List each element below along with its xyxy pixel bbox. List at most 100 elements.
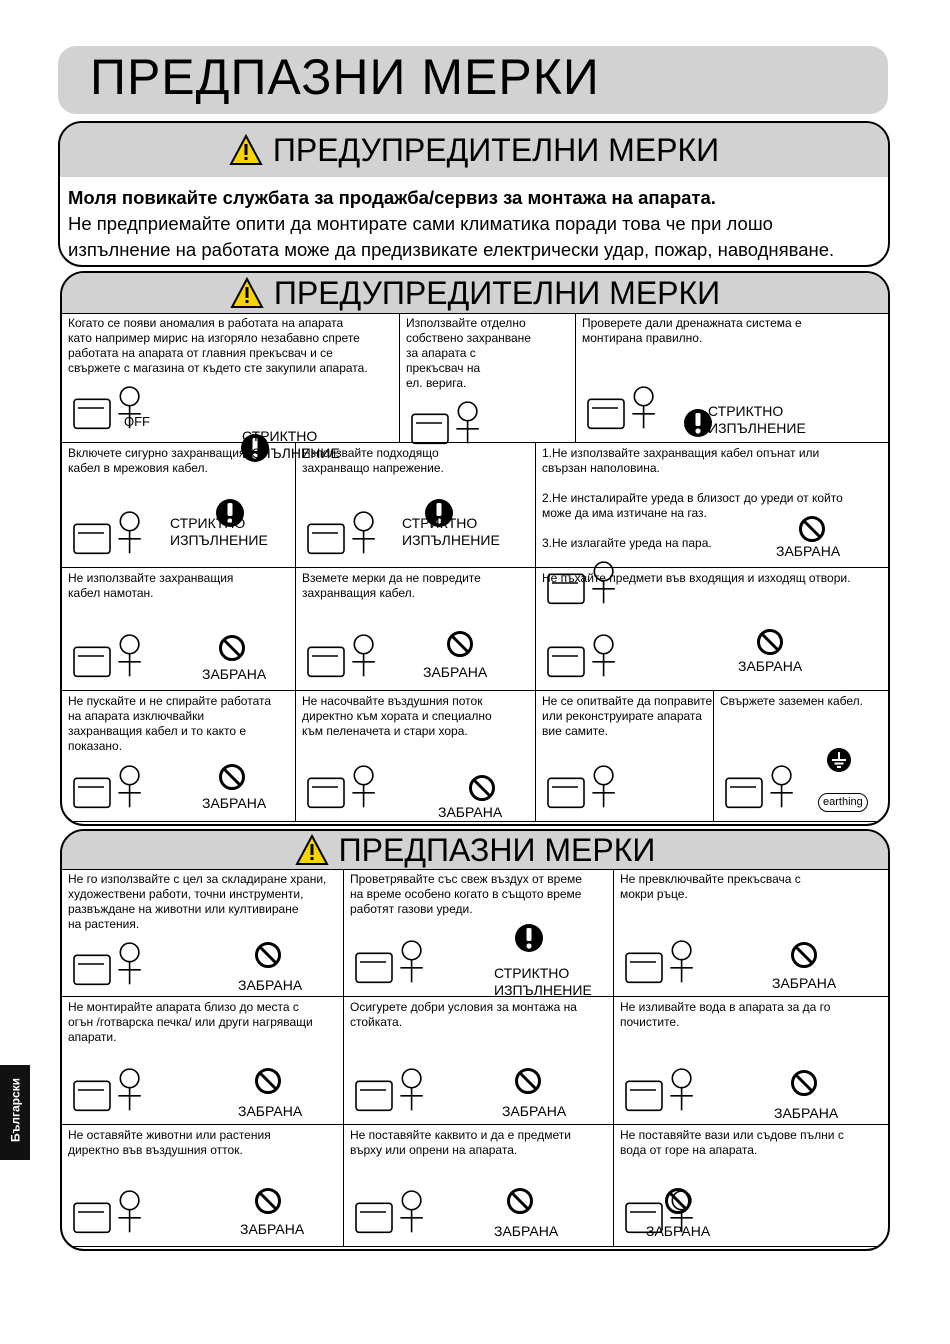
cell-text: Свържете заземен кабел. (720, 694, 863, 709)
cell-text-line: 3.Не излагайте уреда на пара. (542, 536, 712, 550)
illustration (72, 504, 152, 567)
cell-text-line: захранващия кабел и то както е (68, 724, 247, 738)
illustration (72, 935, 152, 998)
cell-text-line: 1.Не използвайте захранващия кабел опъна… (542, 446, 820, 460)
instruction-label: ЗАБРАНА (238, 1103, 302, 1120)
cell-text-line: Не монтирайте апарата близо до места с (68, 1000, 299, 1014)
cell-text-line: работят газови уреди. (350, 902, 473, 916)
illustration (546, 554, 626, 617)
instruction-label: ЗАБРАНА (774, 1105, 838, 1122)
cell-text-line: мокри ръце. (620, 887, 688, 901)
cell-text-line: 2.Не инсталирайте уреда в близост до уре… (542, 491, 843, 505)
instruction-label-line: СТРИКТНО (242, 428, 318, 444)
instruction-label-line: ИЗПЪЛНЕНИЕ (708, 420, 806, 436)
instruction-label-line: ЗАБРАНА (774, 1105, 839, 1121)
earthing-label: earthing (818, 793, 868, 812)
instruction-label-line: ЗАБРАНА (238, 1103, 303, 1119)
prohibited-icon (664, 1187, 692, 1220)
warning-icon (295, 834, 329, 865)
illustration (624, 933, 704, 996)
language-tab: Български (0, 1065, 30, 1160)
prohibited-icon (254, 941, 282, 974)
cell-text-line: свързан наполовина. (542, 461, 660, 475)
illustration (724, 758, 804, 821)
cell-text-line: ел. верига. (406, 376, 467, 390)
prohibited-icon (254, 1187, 282, 1220)
cell-text-line: Свържете заземен кабел. (720, 694, 863, 708)
cell-text-line: като например мирис на изгоряло незабавн… (68, 331, 360, 345)
instruction-label-line: ЗАБРАНА (502, 1103, 567, 1119)
instruction-label-line: ИЗПЪЛНЕНИЕ (170, 532, 268, 548)
cell-text-line: кабел в мрежовия кабел. (68, 461, 208, 475)
prohibited-icon (506, 1187, 534, 1220)
illustration (624, 1061, 704, 1124)
illustration (546, 627, 626, 690)
illustration (586, 379, 666, 442)
cell-text-line: художествени работи, точни инструменти, (68, 887, 304, 901)
earth-ground-icon (826, 747, 852, 778)
instruction-label-line: ЗАБРАНА (776, 543, 841, 559)
illustration (72, 1061, 152, 1124)
cell-text-line: Не изливайте вода в апарата за да го (620, 1000, 831, 1014)
cell-text-line: Не го използвайте с цел за складиране хр… (68, 872, 327, 886)
prohibited-icon (254, 1067, 282, 1100)
prohibited-icon (756, 628, 784, 661)
prohibited-icon (790, 941, 818, 974)
cell-text-line: работата на апарата от главния прекъсвач… (68, 346, 333, 360)
cell-text-line: Включете сигурно захранващия (68, 446, 246, 460)
cell-text-line: прекъсвач на (406, 361, 481, 375)
warning-box-2: ПРЕДУПРЕДИТЕЛНИ МЕРКИ Когато се появи ан… (60, 271, 890, 826)
cell-text-line: вода от горе на апарата. (620, 1143, 758, 1157)
prohibited-icon (218, 634, 246, 667)
cell-text: Когато се появи аномалия в работата на а… (68, 316, 368, 376)
cell-text-line: развъждане на животни или култивиране (68, 902, 299, 916)
cell-text-line: за апарата с (406, 346, 476, 360)
cell-text-line: захранващо напрежение. (302, 461, 444, 475)
section2-cell: Не пъхайте предмети във входящия и изход… (536, 568, 888, 691)
cell-text-line: стойката. (350, 1015, 403, 1029)
warning-icon (230, 277, 264, 308)
cell-text: 1.Не използвайте захранващия кабел опъна… (542, 446, 843, 551)
page-title-bar: ПРЕДПАЗНИ МЕРКИ (58, 46, 888, 114)
cell-text-line: Проветрявайте със свеж въздух от време (350, 872, 582, 886)
warning-heading-1-text: ПРЕДУПРЕДИТЕЛНИ МЕРКИ (272, 131, 720, 168)
instruction-label-line: ИЗПЪЛНЕНИЕ (242, 445, 340, 461)
cell-text-line: директно във въздушния отток. (68, 1143, 243, 1157)
illustration (72, 379, 152, 442)
cell-text-line: или реконструирате апарата (542, 709, 702, 723)
illustration (546, 758, 626, 821)
instruction-label-line: ЗАБРАНА (202, 666, 267, 682)
instruction-label: ЗАБРАНА (502, 1103, 566, 1120)
mandatory-icon (683, 408, 713, 443)
instruction-label-line: ЗАБРАНА (646, 1223, 711, 1239)
instruction-label: ЗАБРАНА (494, 1223, 558, 1240)
illustration (306, 504, 386, 567)
instruction-label: ЗАБРАНА (438, 804, 502, 821)
prohibited-icon (790, 1069, 818, 1102)
cell-text-line: към пеленачета и стари хора. (302, 724, 468, 738)
cell-text-line: Използвайте подходящо (302, 446, 439, 460)
instruction-label: ЗАБРАНА (738, 658, 802, 675)
caution-heading: ПРЕДПАЗНИ МЕРКИ (62, 831, 888, 869)
